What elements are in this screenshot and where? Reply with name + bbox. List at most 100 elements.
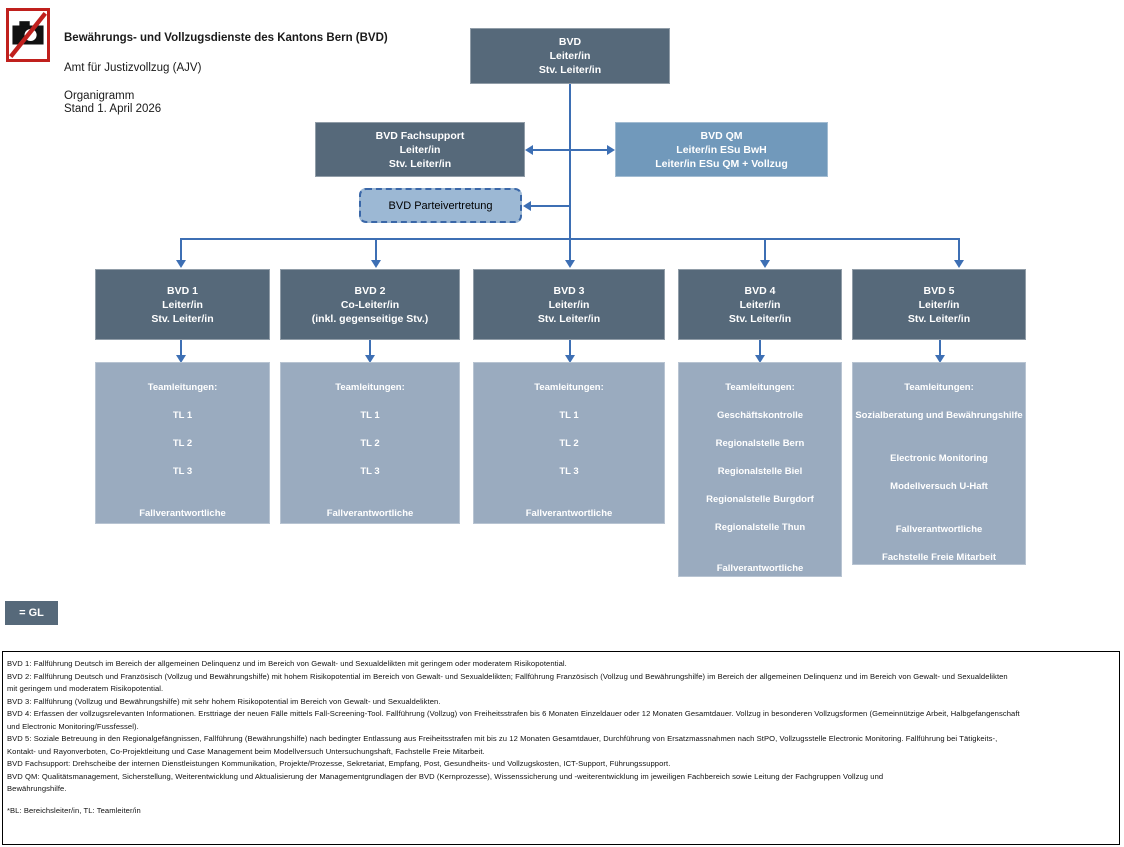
- team-item: Regionalstelle Biel: [717, 466, 803, 477]
- team-item: TL 3: [559, 466, 579, 477]
- page-title: Bewährungs- und Vollzugsdienste des Kant…: [64, 32, 388, 44]
- arrow-down-bvd1-team: [176, 355, 186, 363]
- team-item: Geschäftskontrolle: [716, 410, 804, 421]
- connector-bvd3-team: [569, 340, 571, 358]
- arrow-down-bvd1: [176, 260, 186, 268]
- team-footer: Fallverantwortliche: [139, 508, 226, 519]
- org-box-parteivertretung[interactable]: BVD Parteivertretung: [359, 188, 522, 223]
- org-box-bvd1[interactable]: BVD 1 Leiter/in Stv. Leiter/in: [95, 269, 270, 340]
- team-title: Teamleitungen:: [147, 382, 218, 393]
- org-box-line: BVD QM: [700, 129, 743, 142]
- footnote-line: BVD 4: Erfassen der vollzugsrelevanten I…: [7, 709, 1020, 718]
- team-title: Teamleitungen:: [534, 382, 604, 393]
- team-item: Sozialberatung und Bewährungshilfe: [855, 410, 1023, 421]
- org-box-line: Stv. Leiter/in: [538, 64, 602, 76]
- arrow-down-bvd2: [371, 260, 381, 268]
- arrow-down-bvd4-team: [755, 355, 765, 363]
- team-item: TL 1: [559, 410, 579, 421]
- team-item: TL 2: [172, 438, 193, 449]
- team-item: Modellversuch U-Haft: [890, 481, 988, 492]
- footnote-line: BVD Fachsupport: Drehscheibe der interne…: [7, 759, 671, 768]
- team-box-bvd4[interactable]: Teamleitungen: Geschäftskontrolle Region…: [678, 362, 842, 577]
- connector-drop-bvd3: [569, 238, 571, 262]
- connector-bvd5-team: [939, 340, 941, 358]
- connector-drop-bvd5: [958, 238, 960, 262]
- team-title: Teamleitungen:: [335, 382, 405, 393]
- org-box-line: BVD: [558, 36, 582, 48]
- team-item: TL 2: [360, 438, 380, 449]
- org-box-line: BVD 3: [553, 284, 585, 297]
- team-item: Regionalstelle Bern: [715, 438, 805, 449]
- document-type: Organigramm: [64, 90, 135, 102]
- org-box-bvd3[interactable]: BVD 3 Leiter/in Stv. Leiter/in: [473, 269, 665, 340]
- team-item: TL 3: [360, 466, 380, 477]
- no-camera-icon: [6, 8, 50, 62]
- legend-label: = GL: [19, 607, 44, 619]
- org-box-line: Co-Leiter/in: [340, 298, 400, 311]
- arrow-down-bvd5: [954, 260, 964, 268]
- team-footer: Fallverantwortliche: [326, 508, 414, 519]
- org-box-bvd4[interactable]: BVD 4 Leiter/in Stv. Leiter/in: [678, 269, 842, 340]
- connector-bvd4-team: [759, 340, 761, 358]
- team-footer: Fallverantwortliche: [716, 563, 804, 574]
- org-box-line: BVD 1: [167, 284, 198, 297]
- connector-bvd1-team: [180, 340, 182, 358]
- org-box-line: Leiter/in: [918, 298, 960, 311]
- team-item: Electronic Monitoring: [890, 453, 988, 464]
- connector-drop-bvd1: [180, 238, 182, 262]
- connector-fachsupport-qm: [533, 149, 607, 151]
- arrow-down-bvd2-team: [365, 355, 375, 363]
- org-box-line: Leiter/in ESu QM + Vollzug: [655, 157, 788, 170]
- arrow-left-parteivertretung: [523, 201, 531, 211]
- footnote-abbreviations: *BL: Bereichsleiter/in, TL: Teamleiter/i…: [7, 805, 141, 815]
- team-item: TL 3: [172, 466, 193, 477]
- org-box-line: BVD 2: [354, 284, 386, 297]
- org-box-line: Leiter/in: [739, 298, 781, 311]
- team-footer: Fallverantwortliche: [895, 524, 983, 535]
- org-box-bvd2[interactable]: BVD 2 Co-Leiter/in (inkl. gegenseitige S…: [280, 269, 460, 340]
- org-box-label: BVD Parteivertretung: [388, 199, 493, 212]
- org-box-line: (inkl. gegenseitige Stv.): [311, 312, 429, 325]
- team-item: Regionalstelle Thun: [714, 522, 806, 533]
- arrow-down-bvd3: [565, 260, 575, 268]
- arrow-down-bvd5-team: [935, 355, 945, 363]
- org-box-line: Leiter/in: [548, 298, 590, 311]
- org-box-line: BVD 5: [923, 284, 955, 297]
- team-item: Regionalstelle Burgdorf: [706, 494, 814, 505]
- team-box-bvd2[interactable]: Teamleitungen: TL 1 TL 2 TL 3 Fallverant…: [280, 362, 460, 524]
- footnotes-panel: BVD 1: Fallführung Deutsch im Bereich de…: [2, 651, 1120, 845]
- org-box-bvd5[interactable]: BVD 5 Leiter/in Stv. Leiter/in: [852, 269, 1026, 340]
- org-box-line: Stv. Leiter/in: [537, 312, 601, 325]
- org-box-line: BVD 4: [744, 284, 776, 297]
- footnote-line: BVD 1: Fallführung Deutsch im Bereich de…: [7, 659, 567, 668]
- footnote-line: BVD 3: Fallführung (Vollzug und Bewährun…: [7, 696, 441, 706]
- team-title: Teamleitungen:: [904, 382, 974, 393]
- connector-parteivertretung: [531, 205, 569, 207]
- footnote-line: BVD 2: Fallführung Deutsch und Französis…: [7, 671, 1008, 681]
- team-box-bvd5[interactable]: Teamleitungen: Sozialberatung und Bewähr…: [852, 362, 1026, 565]
- connector-bvd2-team: [369, 340, 371, 358]
- org-box-fachsupport[interactable]: BVD Fachsupport Leiter/in Stv. Leiter/in: [315, 122, 525, 177]
- org-box-line: Stv. Leiter/in: [151, 312, 214, 325]
- page-subtitle: Amt für Justizvollzug (AJV): [64, 62, 202, 74]
- team-box-bvd1[interactable]: Teamleitungen: TL 1 TL 2 TL 3 Fallverant…: [95, 362, 270, 524]
- team-item: TL 2: [559, 438, 579, 449]
- org-box-line: Leiter/in: [549, 50, 591, 62]
- team-item: TL 1: [360, 410, 380, 421]
- team-title: Teamleitungen:: [725, 382, 795, 393]
- footnote-line: Bewährungshilfe.: [7, 784, 67, 793]
- footnote-line: und Electronic Monitoring/Fussfessel).: [7, 721, 139, 731]
- org-box-line: Stv. Leiter/in: [728, 312, 792, 325]
- arrow-left-fachsupport: [525, 145, 533, 155]
- team-box-bvd3[interactable]: Teamleitungen: TL 1 TL 2 TL 3 Fallverant…: [473, 362, 665, 524]
- legend-gl: = GL: [4, 600, 59, 626]
- footnote-line: mit geringem und moderatem Risikopotenti…: [7, 684, 164, 693]
- arrow-down-bvd3-team: [565, 355, 575, 363]
- team-footer-2: Fachstelle Freie Mitarbeit: [881, 552, 997, 563]
- org-box-qm[interactable]: BVD QM Leiter/in ESu BwH Leiter/in ESu Q…: [615, 122, 828, 177]
- org-box-bvd-root[interactable]: BVD Leiter/in Stv. Leiter/in: [470, 28, 670, 84]
- arrow-right-qm: [607, 145, 615, 155]
- connector-root-stem: [569, 84, 571, 238]
- org-box-line: BVD Fachsupport: [375, 129, 465, 142]
- team-footer: Fallverantwortliche: [525, 508, 613, 519]
